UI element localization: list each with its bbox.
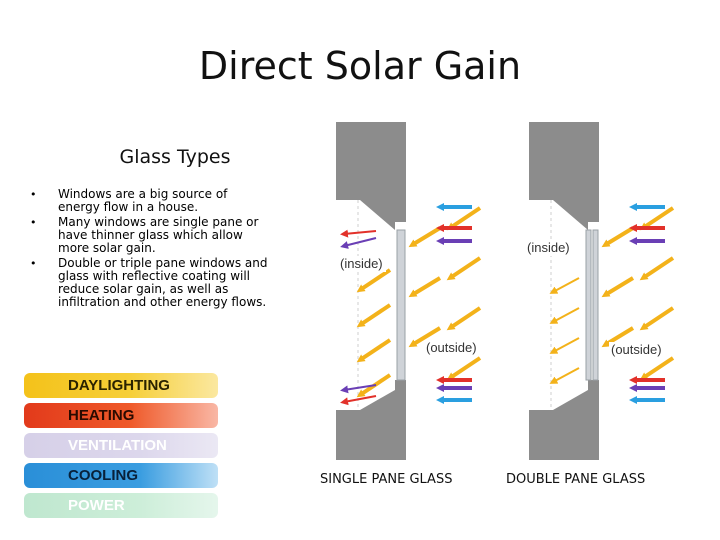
slide-subtitle: Glass Types — [119, 146, 231, 168]
glass-pane-inner — [592, 229, 599, 381]
sun-arrow — [549, 277, 580, 294]
legend-power: POWER — [24, 493, 218, 518]
legend-cooling: COOLING — [24, 463, 218, 488]
inside-label-bg — [338, 256, 386, 272]
legend-daylighting: DAYLIGHTING — [24, 373, 218, 398]
bullet-list: • Windows are a big source of energy flow… — [30, 188, 270, 311]
sun-arrow — [549, 307, 580, 324]
sun-arrow — [356, 303, 392, 328]
sun-arrow — [446, 256, 482, 281]
single-pane-diagram: (inside) (outside) — [336, 122, 482, 460]
sun-arrow — [408, 326, 442, 348]
ventilation-arrow — [340, 237, 377, 249]
sun-arrow — [549, 337, 580, 354]
bullet-text: Double or triple pane windows and glass … — [58, 256, 268, 309]
double-pane-caption: DOUBLE PANE GLASS — [506, 472, 646, 487]
sun-arrow — [446, 206, 482, 231]
outside-label: (outside) — [426, 340, 477, 355]
outside-label: (outside) — [611, 342, 662, 357]
legend-heating: HEATING — [24, 403, 218, 428]
sun-arrow — [639, 306, 675, 331]
bullet-item: • Double or triple pane windows and glass… — [30, 257, 270, 309]
inside-label-bg — [523, 240, 575, 256]
sun-arrow — [639, 206, 675, 231]
bullet-text: Windows are a big source of energy flow … — [58, 187, 228, 214]
sun-arrow — [356, 268, 392, 293]
sun-arrow — [408, 226, 442, 248]
inside-label: (inside) — [340, 256, 383, 271]
energy-flow-legend: DAYLIGHTING HEATING VENTILATION COOLING … — [24, 373, 218, 523]
bullet-text: Many windows are single pane or have thi… — [58, 215, 259, 255]
lower-wall — [336, 380, 406, 460]
ventilation-arrow — [340, 384, 377, 394]
heating-arrow — [340, 395, 377, 406]
sun-arrow — [446, 356, 482, 381]
legend-ventilation: VENTILATION — [24, 433, 218, 458]
window-diagrams: (inside) (outside) (inside) (outside) — [336, 122, 675, 460]
glass-pane-outer — [585, 229, 592, 381]
sun-arrow — [639, 356, 675, 381]
upper-wall — [529, 122, 599, 230]
double-pane-diagram: (inside) (outside) — [523, 122, 675, 460]
sun-arrow — [356, 338, 392, 363]
single-pane-caption: SINGLE PANE GLASS — [320, 472, 453, 487]
sun-arrow — [549, 367, 580, 384]
bullet-dot: • — [30, 257, 37, 270]
bullet-item: • Many windows are single pane or have th… — [30, 216, 270, 255]
bullet-item: • Windows are a big source of energy flow… — [30, 188, 270, 214]
sun-arrow — [408, 276, 442, 298]
upper-wall — [336, 122, 406, 230]
lower-wall — [529, 380, 599, 460]
sun-arrow — [639, 256, 675, 281]
sun-arrow — [601, 276, 635, 298]
heating-arrow — [340, 229, 377, 238]
bullet-dot: • — [30, 188, 37, 201]
bullet-dot: • — [30, 216, 37, 229]
sun-arrow — [601, 226, 635, 248]
slide-title: Direct Solar Gain — [198, 44, 522, 88]
inside-label: (inside) — [527, 240, 570, 255]
outside-label-bg — [424, 340, 482, 356]
glass-pane — [396, 229, 406, 381]
sun-arrow — [446, 306, 482, 331]
outside-label-bg — [609, 342, 667, 358]
